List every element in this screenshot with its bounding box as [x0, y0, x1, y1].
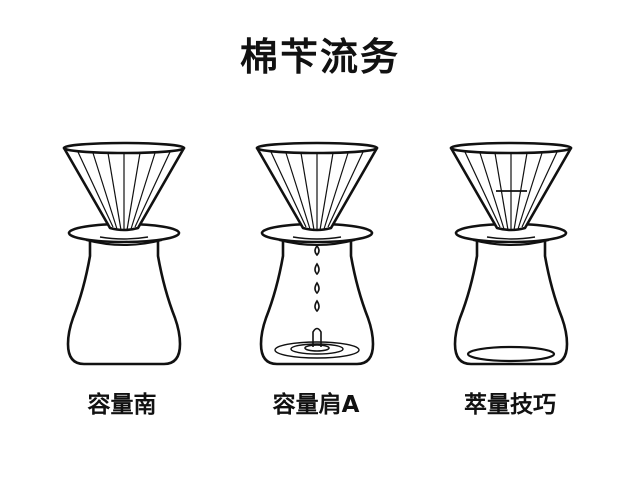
pour-over-dripper-level-icon	[449, 141, 573, 366]
coffee-pool-ellipse	[466, 345, 556, 363]
panel-label-2: 容量肩A	[272, 392, 360, 418]
pour-over-dripper-dripping-icon	[255, 141, 379, 366]
panel-label-1: 容量南	[87, 392, 157, 418]
panel-label-3: 萃量技巧	[464, 392, 556, 418]
splash-ripples-icon	[274, 327, 360, 359]
page-title: 棉苄流务	[239, 35, 400, 79]
water-drops-icon	[314, 244, 320, 313]
pour-over-dripper-empty-icon	[62, 141, 186, 366]
